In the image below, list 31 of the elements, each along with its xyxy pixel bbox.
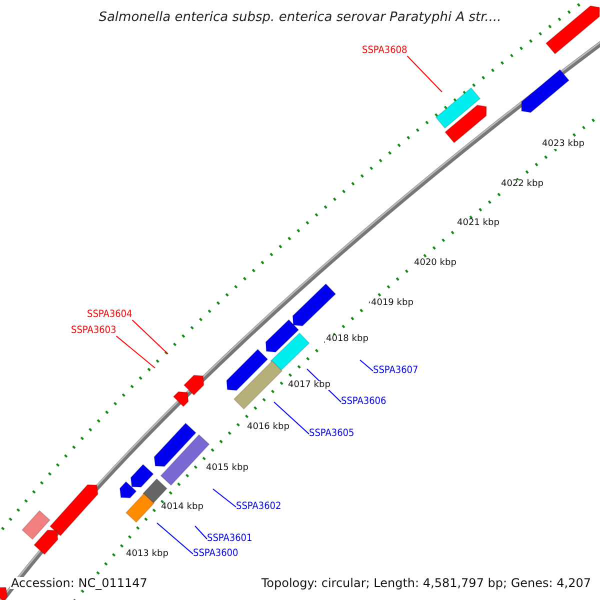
gene-label: SSPA3604 xyxy=(87,310,132,320)
scale-label: 4023 kbp xyxy=(541,140,586,149)
scale-label: 4013 kbp xyxy=(125,550,170,559)
scale-label: 4022 kbp xyxy=(500,180,544,189)
leader-line xyxy=(406,56,442,92)
gene-label: SSPA3600 xyxy=(193,549,238,559)
gene-label: SSPA3606 xyxy=(341,397,386,407)
scale-label: 4021 kbp xyxy=(456,219,500,228)
gene-label: SSPA3605 xyxy=(309,429,354,439)
leader-line xyxy=(212,488,236,508)
gene-label: SSPA3608 xyxy=(362,46,408,56)
leader-line xyxy=(194,526,208,540)
gene-label: SSPA3601 xyxy=(207,534,252,544)
footer-text: Accession: NC_011147 xyxy=(10,577,148,589)
gene-label: SSPA3607 xyxy=(373,366,418,376)
gene-label: SSPA3603 xyxy=(71,326,116,336)
leader-line xyxy=(132,320,168,354)
scale-label: 4019 kbp xyxy=(370,299,414,308)
leader-line xyxy=(116,336,156,368)
scale-label: 4014 kbp xyxy=(160,503,204,512)
scale-label: 4016 kbp xyxy=(246,423,290,432)
scale-label: 4015 kbp xyxy=(205,464,250,473)
scale-label: 4018 kbp xyxy=(325,335,370,344)
scale-label: 4017 kbp xyxy=(287,381,332,390)
title: Salmonella enterica subsp. enterica serovar Paratyphi A str.... xyxy=(98,11,502,24)
gene-label: SSPA3602 xyxy=(236,502,282,512)
leader-line xyxy=(274,402,310,434)
leader-line xyxy=(360,360,374,372)
scale-label: 4020 kbp xyxy=(413,259,458,268)
footer-text: Topology: circular; Length: 4,581,797 bp; Genes: 4,207 xyxy=(260,577,592,589)
leader-line xyxy=(156,522,194,554)
